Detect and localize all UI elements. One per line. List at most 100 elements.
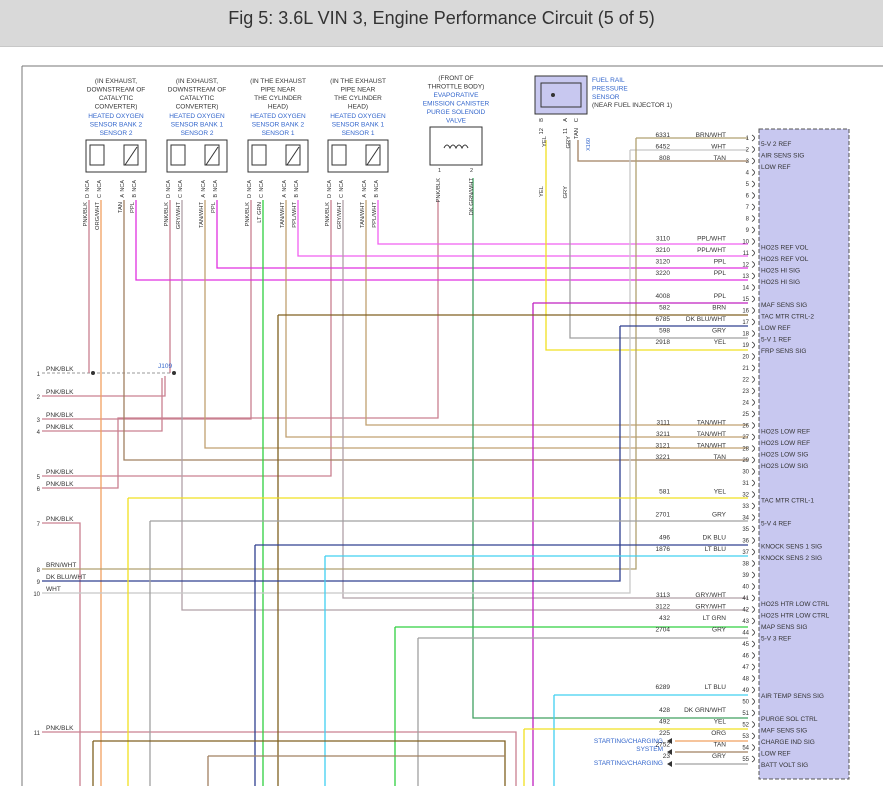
sensor-element-icon — [285, 144, 301, 166]
pin-terminal — [751, 284, 755, 291]
circuit-number: 808 — [659, 155, 670, 162]
pin-number: 1 — [746, 136, 750, 142]
pin-number: 6 — [746, 194, 750, 200]
pin-signal-label: HO2S HTR LOW CTRL — [761, 601, 830, 608]
pin-id-label: D — [327, 194, 333, 198]
sensor-location-text: DOWNSTREAM OF — [87, 87, 146, 94]
variable-resistor-icon — [205, 146, 219, 166]
pin-number: 50 — [742, 700, 749, 706]
pin-terminal — [751, 226, 755, 234]
wire-color-label: PPL — [130, 201, 136, 213]
pin-terminal — [751, 571, 755, 579]
fuel-rail-pin-label: TAN — [574, 128, 580, 139]
pin-signal-label: HO2S HI SIG — [761, 268, 800, 275]
pin-id-label: 1 — [438, 168, 441, 174]
sensor-name-text: HEATED OXYGEN — [330, 113, 386, 120]
pin-id-label: B — [132, 194, 138, 198]
left-wire-label: BRN/WHT — [46, 562, 76, 569]
wire-number: 2 — [37, 395, 41, 401]
pin-signal-label: AIR SENS SIG — [761, 153, 804, 160]
pin-number: 53 — [742, 734, 749, 740]
pin-number: 51 — [742, 711, 749, 717]
wire-color-label: LT GRN — [703, 615, 727, 622]
pin-number: 31 — [742, 481, 749, 487]
wire-number: 4 — [37, 430, 41, 436]
pnk-blk-wire — [42, 522, 81, 786]
pin-signal-label: 5-V 1 REF — [761, 337, 791, 344]
circuit-number: 598 — [659, 328, 670, 335]
circuit-number: 496 — [659, 535, 670, 542]
pin-number: 9 — [746, 228, 750, 234]
pin-signal-label: TAC MTR CTRL-1 — [761, 498, 814, 505]
circuit-number: 6289 — [656, 684, 671, 691]
sensor-name-text: SENSOR BANK 2 — [252, 122, 305, 129]
pin-terminal — [751, 387, 755, 395]
pcm-connector-block — [758, 128, 850, 780]
circuit-number: 3110 — [656, 236, 670, 243]
ppl-wht-wire — [297, 200, 748, 257]
pin-terminal — [751, 134, 755, 142]
circuit-number: 3221 — [656, 454, 671, 461]
nca-label: NCA — [247, 180, 253, 192]
sensor-name-text: HEATED OXYGEN — [169, 113, 225, 120]
pin-number: 3 — [746, 159, 750, 165]
pin-terminal — [751, 675, 755, 682]
circuit-number: 581 — [659, 489, 670, 496]
pin-id-label: B — [374, 194, 380, 198]
pin-number: 48 — [742, 677, 749, 683]
dk-blu-wht-wire — [42, 326, 621, 582]
pin-number: 24 — [742, 401, 749, 407]
tan-wire — [577, 140, 748, 162]
circuit-number: 3113 — [656, 592, 670, 599]
starting-charging-label: STARTING/CHARGING — [594, 738, 663, 745]
sensor-name-text: HEATED OXYGEN — [250, 113, 306, 120]
pin-number: 4 — [746, 171, 750, 177]
pin-number: 25 — [742, 412, 749, 418]
variable-resistor-icon — [286, 146, 300, 166]
pin-number: 26 — [742, 424, 749, 430]
pin-signal-label: MAP SENS SIG — [761, 624, 807, 631]
pin-id-label: D — [166, 194, 172, 198]
dk-grn-wht-wire — [472, 178, 748, 719]
wire-color-label: TAN/WHT — [697, 431, 726, 438]
evap-name-text: PURGE SOLENOID — [427, 109, 486, 116]
sensor-name-text: SENSOR 1 — [342, 130, 375, 137]
gry-wht-wire — [181, 200, 748, 611]
circuit-number: 432 — [659, 615, 670, 622]
circuit-number: 4008 — [656, 293, 671, 300]
pin-number: 20 — [742, 355, 749, 361]
wire-color-label: GRY/WHT — [695, 604, 726, 611]
wire-color-label: TAN — [713, 155, 726, 162]
pin-number: 42 — [742, 608, 749, 614]
sensor-location-text: CATALYTIC — [180, 95, 215, 102]
pin-number: 11 — [743, 251, 750, 257]
sensor-name-text: SENSOR BANK 1 — [171, 122, 224, 129]
wire-color-label: BRN/WHT — [696, 132, 726, 139]
yel-wire — [545, 140, 748, 351]
pin-number: 41 — [742, 596, 749, 602]
pin-signal-label: PURGE SOL CTRL — [761, 716, 818, 723]
tan-wht-wire — [365, 200, 748, 426]
pin-number: 17 — [742, 320, 749, 326]
wire-color-label: YEL — [714, 339, 727, 346]
wire-color-label: BRN — [712, 305, 726, 312]
pin-signal-label: 5-V 4 REF — [761, 521, 791, 528]
pin-number: 36 — [742, 539, 749, 545]
circuit-number: 3121 — [656, 443, 671, 450]
left-wire-label: PNK/BLK — [46, 389, 74, 396]
pin-signal-label: HO2S HTR LOW CTRL — [761, 613, 830, 620]
pin-terminal — [751, 560, 755, 567]
pin-number: 12 — [742, 263, 749, 269]
sensor-element-icon — [365, 144, 381, 166]
pnk-blk-wire — [42, 200, 439, 489]
wire-color-label: GRY/WHT — [176, 202, 182, 230]
arrow-icon — [667, 761, 672, 767]
wire-color-label: PPL — [714, 270, 727, 277]
pin-number: 29 — [742, 458, 749, 464]
pin-terminal — [751, 502, 755, 510]
pin-terminal — [751, 433, 755, 441]
pin-terminal — [751, 157, 755, 165]
circuit-number: 3111 — [657, 420, 671, 427]
pin-terminal — [751, 744, 755, 751]
